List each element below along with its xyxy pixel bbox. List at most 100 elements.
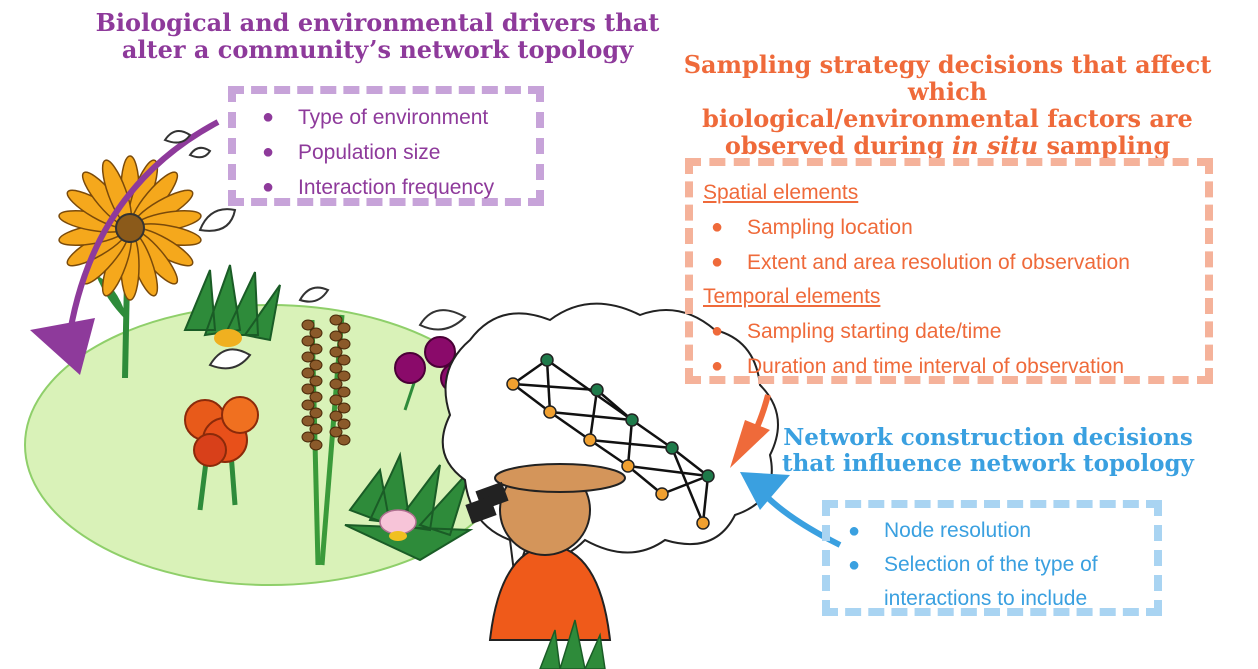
list-item: ●Node resolution bbox=[840, 514, 1144, 548]
seed bbox=[337, 354, 351, 366]
sampling-heading-line3-end: sampling bbox=[1038, 130, 1171, 160]
sampling-heading-italic: in situ bbox=[952, 130, 1039, 160]
seed bbox=[301, 351, 315, 363]
biological-heading: Biological and environmental drivers tha… bbox=[90, 8, 665, 64]
network-edge bbox=[701, 475, 710, 524]
list-item: ● Population size bbox=[254, 135, 526, 170]
seed bbox=[337, 434, 351, 446]
biological-heading-line1: Biological and environmental drivers tha… bbox=[95, 8, 660, 37]
observer-person-icon bbox=[465, 463, 626, 669]
seed bbox=[337, 402, 351, 414]
seed bbox=[309, 327, 323, 339]
network-edge bbox=[549, 410, 633, 422]
network-node bbox=[665, 441, 679, 455]
bullet-icon: ● bbox=[262, 176, 275, 198]
network-edge bbox=[671, 447, 709, 477]
seed bbox=[329, 314, 343, 326]
seed bbox=[309, 391, 323, 403]
seed bbox=[337, 338, 351, 350]
orange-arrow-icon bbox=[730, 394, 771, 468]
sampling-decisions-box: Spatial elements ● Sampling location ●Ext… bbox=[685, 158, 1213, 384]
seed bbox=[301, 431, 315, 443]
seed bbox=[301, 383, 315, 395]
network-edge bbox=[512, 358, 548, 386]
network-node bbox=[701, 469, 715, 483]
network-edge bbox=[512, 383, 551, 413]
seed bbox=[301, 399, 315, 411]
butterfly-icon bbox=[163, 130, 467, 370]
purple-arrow-icon bbox=[30, 119, 220, 375]
list-item-label: Interaction frequency bbox=[298, 176, 495, 199]
network-edge bbox=[631, 418, 673, 450]
sampling-heading-line1: Sampling strategy decisions that affect … bbox=[683, 50, 1212, 106]
network-edge bbox=[661, 474, 709, 496]
seed bbox=[309, 439, 323, 451]
seed bbox=[301, 415, 315, 427]
network-heading-line1: Network construction decisions bbox=[783, 424, 1193, 451]
list-item-label: Selection of the type of interactions to… bbox=[884, 553, 1098, 610]
biological-list: ●Type of environment ● Population size ● I… bbox=[254, 100, 526, 205]
spatial-elements-heading: Spatial elements bbox=[703, 181, 859, 204]
list-item: ●Extent and area resolution of observati… bbox=[703, 245, 1195, 280]
list-item: ● Selection of the type of interactions t… bbox=[840, 548, 1154, 616]
network-edge bbox=[670, 447, 705, 524]
grass-spike-icon bbox=[301, 314, 351, 566]
network-node bbox=[506, 377, 520, 391]
network-node bbox=[540, 353, 554, 367]
seed bbox=[337, 386, 351, 398]
seed bbox=[301, 335, 315, 347]
seed bbox=[337, 418, 351, 430]
seed bbox=[309, 343, 323, 355]
list-item-label: Duration and time interval of observatio… bbox=[747, 355, 1125, 378]
seed bbox=[301, 319, 315, 331]
network-node bbox=[543, 405, 557, 419]
bullet-icon: ● bbox=[262, 106, 275, 128]
list-item-label: Sampling starting date/time bbox=[747, 320, 1002, 343]
seed bbox=[337, 370, 351, 382]
seed bbox=[329, 394, 343, 406]
network-edge bbox=[627, 464, 709, 478]
network-edge bbox=[589, 438, 629, 468]
network-decisions-box: ●Node resolution ● Selection of the type … bbox=[822, 500, 1162, 616]
network-edge bbox=[512, 382, 598, 392]
seed bbox=[329, 330, 343, 342]
bullet-icon: ● bbox=[262, 141, 275, 163]
list-item: ● Interaction frequency bbox=[254, 170, 526, 205]
list-item: ● Sampling starting date/time bbox=[703, 314, 1195, 349]
network-node bbox=[621, 459, 635, 473]
bullet-icon: ● bbox=[711, 320, 724, 342]
seed bbox=[301, 367, 315, 379]
bullet-icon: ● bbox=[711, 251, 724, 273]
seed bbox=[309, 407, 323, 419]
list-item-label: Sampling location bbox=[747, 216, 913, 239]
network-node bbox=[655, 487, 669, 501]
network-edge bbox=[627, 465, 663, 495]
purple-flower-icon bbox=[394, 336, 470, 431]
list-item: ●Type of environment bbox=[254, 100, 526, 135]
seed bbox=[329, 410, 343, 422]
temporal-list: ● Sampling starting date/time ● Duration a… bbox=[703, 314, 1195, 384]
seed bbox=[309, 359, 323, 371]
blue-arrow-icon bbox=[740, 472, 842, 548]
spatial-list: ● Sampling location ●Extent and area reso… bbox=[703, 210, 1195, 280]
network-heading: Network construction decisions that infl… bbox=[768, 425, 1208, 477]
network-node bbox=[590, 383, 604, 397]
seed bbox=[329, 426, 343, 438]
bullet-icon: ● bbox=[848, 554, 861, 576]
bullet-icon: ● bbox=[711, 216, 724, 238]
bullet-icon: ● bbox=[711, 355, 724, 377]
seed bbox=[329, 378, 343, 390]
biological-heading-line2: alter a community’s network topology bbox=[121, 34, 634, 64]
seed bbox=[329, 362, 343, 374]
bullet-icon: ● bbox=[848, 520, 861, 542]
list-item-label: Population size bbox=[298, 141, 441, 164]
network-edge bbox=[549, 410, 591, 442]
seed bbox=[329, 346, 343, 358]
sampling-heading: Sampling strategy decisions that affect … bbox=[640, 50, 1255, 160]
temporal-elements-heading: Temporal elements bbox=[703, 285, 881, 308]
network-edge bbox=[546, 358, 633, 422]
pink-flower-icon bbox=[344, 451, 474, 562]
orange-flower-icon bbox=[184, 396, 259, 511]
